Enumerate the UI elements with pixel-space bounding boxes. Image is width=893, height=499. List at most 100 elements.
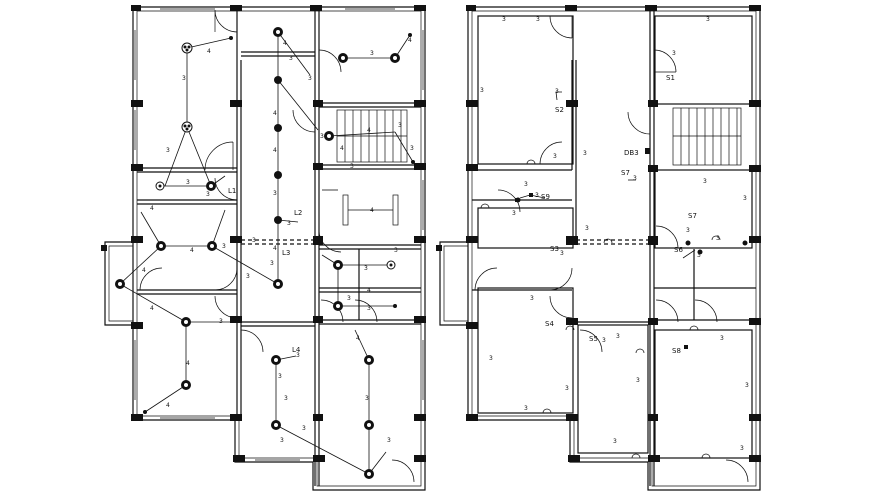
- circuit-number: 4: [273, 147, 277, 154]
- interior-walls: [472, 11, 756, 486]
- light-point: [181, 317, 191, 327]
- switch-point: [408, 33, 412, 37]
- light-point: [364, 355, 374, 365]
- circuit-number: 3: [524, 405, 528, 412]
- fixture-label: L1: [228, 187, 236, 195]
- circuit-number: 4: [370, 207, 374, 214]
- switch-label: S7: [621, 169, 630, 177]
- circuit-number: 3: [387, 437, 391, 444]
- circuit-number: 3: [270, 260, 274, 267]
- circuit-number: 4: [150, 305, 154, 312]
- circuit-number: 3: [536, 16, 540, 23]
- circuit-number: 4: [166, 402, 170, 409]
- circuit-number: 3: [206, 191, 210, 198]
- wiring: [119, 31, 414, 475]
- circuit-number: 4: [356, 335, 360, 342]
- circuit-number: 4: [142, 267, 146, 274]
- light-point: [273, 279, 283, 289]
- circuit-number: 4: [186, 360, 190, 367]
- circuit-number: 3: [166, 147, 170, 154]
- circuit-number: 3: [512, 210, 516, 217]
- circuit-number: 3: [530, 295, 534, 302]
- circuit-number: 3: [553, 153, 557, 160]
- fixture-label: L2: [294, 209, 302, 217]
- circuit-number: 3: [560, 250, 564, 257]
- light-point: [115, 279, 125, 289]
- circuit-number: 3: [219, 318, 223, 325]
- circuit-number: 3: [398, 122, 402, 129]
- light-fixtures: [115, 27, 415, 479]
- circuit-number: 3: [613, 438, 617, 445]
- circuit-number: 3: [182, 75, 186, 82]
- counter: [342, 194, 399, 226]
- light-point: [324, 131, 334, 141]
- fan-fixture: [181, 42, 193, 54]
- circuit-number: 3: [287, 220, 291, 227]
- circuit-number: 3: [745, 382, 749, 389]
- switch-label: S8: [672, 347, 681, 355]
- circuit-number: 4: [207, 48, 211, 55]
- light-point: [274, 124, 282, 132]
- lighting-floor-plan: L1 L2 L3 L3 L4 3443434433433433344333434…: [101, 5, 426, 491]
- light-point: [271, 355, 281, 365]
- circuit-number: 3: [743, 195, 747, 202]
- circuit-number: 3: [720, 335, 724, 342]
- staircase: [672, 107, 742, 166]
- light-point: [273, 27, 283, 37]
- switch-label: S3: [550, 245, 559, 253]
- switch-label: S2: [555, 106, 564, 114]
- doors: [139, 9, 415, 483]
- fan-fixture: [181, 121, 193, 133]
- circuit-number: 4: [283, 40, 287, 47]
- light-point: [333, 301, 343, 311]
- switch-label: S7: [688, 212, 697, 220]
- circuit-number: 3: [347, 295, 351, 302]
- columns: [101, 5, 426, 462]
- circuit-number: 3: [289, 55, 293, 62]
- circuit-number: 3: [535, 192, 539, 199]
- circuit-number: 4: [408, 37, 412, 44]
- fixture-label: L3: [282, 249, 290, 257]
- switch-labels: S1 S2 S3 S4 S5 S6 S7 S7 S8 S9 S6 DB3: [541, 74, 697, 355]
- circuit-number: 3: [296, 352, 300, 359]
- circuit-number: 3: [697, 252, 701, 259]
- light-point: [338, 53, 348, 63]
- circuit-number: 3: [370, 50, 374, 57]
- circuit-number: 3: [252, 237, 256, 244]
- circuit-number: 3: [583, 150, 587, 157]
- circuit-number: 4: [367, 287, 371, 294]
- circuit-number: 3: [246, 273, 250, 280]
- circuit-number: 3: [278, 373, 282, 380]
- light-point: [333, 260, 343, 270]
- circuit-number: 3: [410, 145, 414, 152]
- light-point: [207, 241, 217, 251]
- circuit-number: 3: [672, 50, 676, 57]
- switch-label: S9: [541, 193, 550, 201]
- circuit-number: 3: [480, 87, 484, 94]
- circuit-number: 3: [633, 175, 637, 182]
- circuit-number: 3: [555, 88, 559, 95]
- circuit-number: 3: [302, 425, 306, 432]
- circuit-numbers: 3443434433433433344333434344333433433333…: [142, 37, 414, 444]
- circuit-number: 3: [565, 385, 569, 392]
- light-point: [274, 216, 282, 224]
- circuit-number: 3: [616, 333, 620, 340]
- circuit-number: 3: [284, 395, 288, 402]
- switch-label: S4: [545, 320, 554, 328]
- circuit-number: 3: [364, 265, 368, 272]
- light-point: [364, 420, 374, 430]
- circuit-number: 3: [308, 75, 312, 82]
- circuit-number: 4: [190, 247, 194, 254]
- switch-label: S6: [674, 246, 683, 254]
- switch-point: [393, 304, 397, 308]
- switch-label: S1: [666, 74, 675, 82]
- circuit-number: 3: [716, 235, 720, 242]
- circuit-number: 4: [273, 245, 277, 252]
- panel-label: DB3: [624, 149, 639, 157]
- circuit-number: 3: [367, 305, 371, 312]
- light-point: [386, 260, 396, 270]
- circuit-number: 3: [280, 437, 284, 444]
- circuit-number: 3: [502, 16, 506, 23]
- circuit-number: 4: [340, 145, 344, 152]
